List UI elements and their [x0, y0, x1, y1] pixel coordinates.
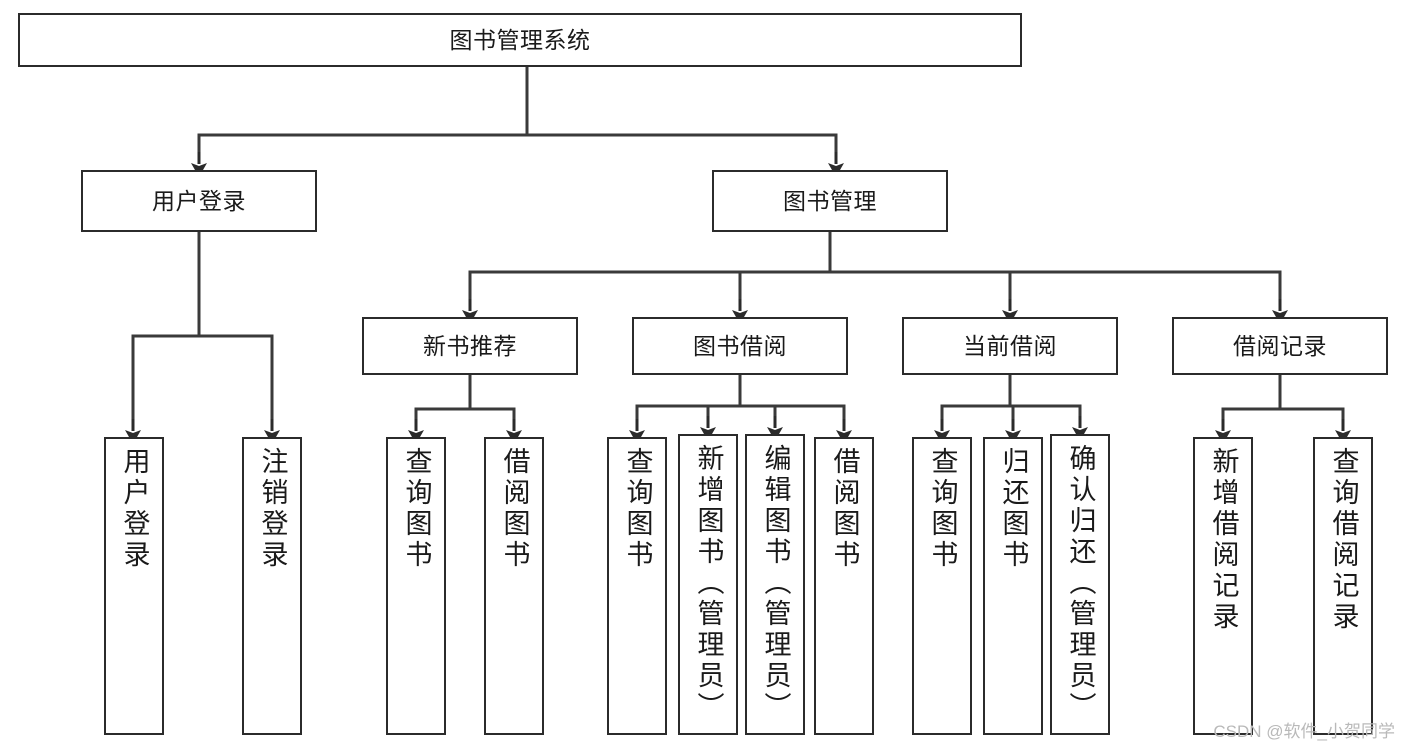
leaf-node[interactable]: 用户登录 — [104, 437, 164, 735]
leaf-node-label: 用户登录 — [119, 447, 150, 571]
leaf-node-label: 借阅图书 — [499, 447, 530, 571]
node-user-login[interactable]: 用户登录 — [81, 170, 317, 232]
leaf-node[interactable]: 归还图书 — [983, 437, 1043, 735]
node-user-login-label: 用户登录 — [152, 187, 246, 214]
leaf-node-label: 归还图书 — [998, 447, 1029, 571]
leaf-node[interactable]: 编辑图书（管理员） — [745, 434, 805, 735]
node-root[interactable]: 图书管理系统 — [18, 13, 1022, 67]
node-root-label: 图书管理系统 — [449, 26, 591, 53]
leaf-node[interactable]: 查询图书 — [607, 437, 667, 735]
leaf-node-label: 查询图书 — [401, 447, 432, 571]
watermark-text: CSDN @软件_小贺同学 — [1213, 722, 1395, 741]
leaf-node-label: 确认归还（管理员） — [1065, 444, 1096, 723]
node-current-borrow[interactable]: 当前借阅 — [902, 317, 1118, 375]
leaf-node[interactable]: 查询图书 — [386, 437, 446, 735]
leaf-node[interactable]: 查询借阅记录 — [1313, 437, 1373, 735]
leaf-node[interactable]: 查询图书 — [912, 437, 972, 735]
node-borrow-record[interactable]: 借阅记录 — [1172, 317, 1388, 375]
leaf-node[interactable]: 确认归还（管理员） — [1050, 434, 1110, 735]
node-book-management-label: 图书管理 — [783, 187, 877, 214]
leaf-node[interactable]: 新增借阅记录 — [1193, 437, 1253, 735]
leaf-node-label: 新增借阅记录 — [1208, 447, 1239, 633]
leaf-node[interactable]: 注销登录 — [242, 437, 302, 735]
node-book-borrow[interactable]: 图书借阅 — [632, 317, 848, 375]
node-borrow-record-label: 借阅记录 — [1233, 332, 1327, 359]
leaf-node[interactable]: 新增图书（管理员） — [678, 434, 738, 735]
leaf-node[interactable]: 借阅图书 — [484, 437, 544, 735]
node-book-borrow-label: 图书借阅 — [693, 332, 787, 359]
leaf-node-label: 借阅图书 — [829, 447, 860, 571]
leaf-node-label: 查询图书 — [622, 447, 653, 571]
leaf-node-label: 查询图书 — [927, 447, 958, 571]
leaf-node[interactable]: 借阅图书 — [814, 437, 874, 735]
node-current-borrow-label: 当前借阅 — [963, 332, 1057, 359]
leaf-node-label: 查询借阅记录 — [1328, 447, 1359, 633]
node-new-book-recommend[interactable]: 新书推荐 — [362, 317, 578, 375]
node-new-book-recommend-label: 新书推荐 — [423, 332, 517, 359]
leaf-node-label: 注销登录 — [257, 447, 288, 571]
leaf-node-label: 编辑图书（管理员） — [760, 444, 791, 723]
node-book-management[interactable]: 图书管理 — [712, 170, 948, 232]
leaf-node-label: 新增图书（管理员） — [693, 444, 724, 723]
